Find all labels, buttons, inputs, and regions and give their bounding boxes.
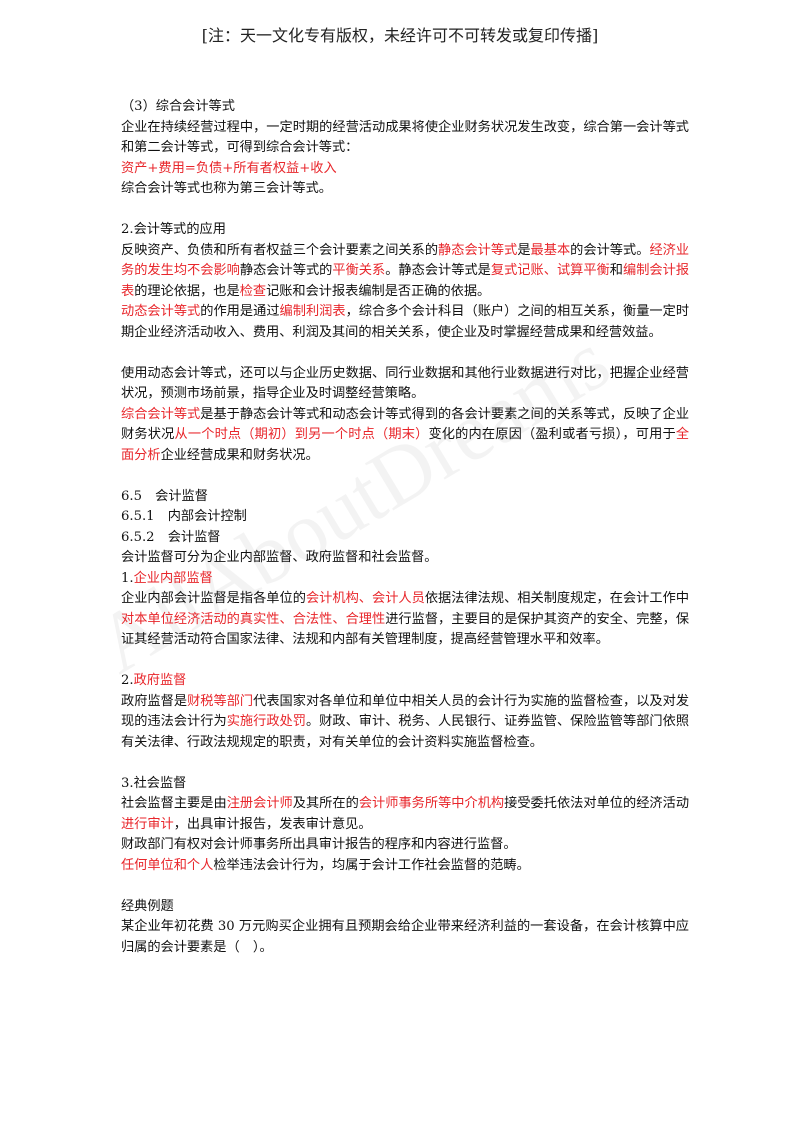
text-run: 依据法律法规、相关制度规定，在会计工作中 <box>424 591 690 606</box>
text-run: 2. <box>121 673 134 688</box>
text-run: 接受委托依法对单位的经济活动 <box>504 796 690 811</box>
text-run: 企业在持续经营过程中，一定时期的经营活动成果将使企业财务状况发生改变，综合第一会… <box>121 119 689 156</box>
paragraph: 2.会计等式的应用 <box>121 220 689 241</box>
highlighted-text: 资产+费用=负债+所有者权益+收入 <box>121 160 337 176</box>
paragraph-gap <box>121 651 689 672</box>
text-run: 会计监督可分为企业内部监督、政府监督和社会监督。 <box>121 550 438 565</box>
text-run: 使用动态会计等式，还可以与企业历史数据、同行业数据和其他行业数据进行对比，把握企… <box>121 365 689 402</box>
text-run: 6.5.1 内部会计控制 <box>121 509 247 524</box>
highlighted-text: 财税等部门 <box>187 693 254 709</box>
paragraph: 1.企业内部监督 <box>121 569 689 590</box>
paragraph: 企业在持续经营过程中，一定时期的经营活动成果将使企业财务状况发生改变，综合第一会… <box>121 118 689 159</box>
text-run: 。静态会计等式是 <box>385 263 491 278</box>
text-run: 。财政、审计、税务、人民银行、证券监管、保险监管等部门依照有关法律、行政法规规定… <box>121 714 690 750</box>
paragraph-gap <box>121 876 689 897</box>
text-run: 社会监督主要是由 <box>121 796 227 811</box>
highlighted-text: 最基本 <box>530 242 571 258</box>
paragraph: 任何单位和个人检举违法会计行为，均属于会计工作社会监督的范畴。 <box>121 856 689 877</box>
text-run: ，综合多个会计科目（账户）之间的相互关系，衡量一定时期企业经济活动收入、费用、利… <box>121 304 690 340</box>
text-run: ，出具审计报告，发表审计意见。 <box>173 816 372 832</box>
text-run: 及其所在的 <box>292 796 359 811</box>
highlighted-text: 企业内部监督 <box>133 570 213 586</box>
highlighted-text: 会计师事务所等中介机构 <box>358 796 505 811</box>
highlighted-text: 检查 <box>239 283 267 299</box>
text-run: 1. <box>121 570 134 586</box>
text-run: 代表国家对各单位和单位中相关人员的会计行为实施的监督检查，以及对发现的违法会计行… <box>121 693 690 730</box>
highlighted-text: 经济业务的发生均不会影响 <box>121 242 690 279</box>
highlighted-text: 全面分析 <box>121 427 689 463</box>
paragraph: 经典例题 <box>121 897 689 918</box>
highlighted-text: 进行审计 <box>121 816 174 832</box>
paragraph: 反映资产、负债和所有者权益三个会计要素之间关系的静态会计等式是最基本的会计等式。… <box>121 241 689 303</box>
text-run: 进行监督，主要目的是保护其资产的安全、完整，保证其经营活动符合国家法律、法规和内… <box>121 611 690 648</box>
paragraph: 动态会计等式的作用是通过编制利润表，综合多个会计科目（账户）之间的相互关系，衡量… <box>121 302 689 343</box>
highlighted-text: 综合会计等式 <box>121 406 201 422</box>
paragraph: 综合会计等式也称为第三会计等式。 <box>121 179 689 200</box>
text-run: 6.5 会计监督 <box>121 488 208 504</box>
text-run: 变化的内在原因（盈利或者亏损），可用于 <box>428 427 676 442</box>
text-run: 的作用是通过 <box>200 304 280 319</box>
paragraph: 综合会计等式是基于静态会计等式和动态会计等式得到的各会计要素之间的关系等式，反映… <box>121 405 689 467</box>
paragraph: 某企业年初花费 30 万元购买企业拥有且预期会给企业带来经济利益的一套设备，在会… <box>121 917 689 958</box>
text-run: 某企业年初花费 30 万元购买企业拥有且预期会给企业带来经济利益的一套设备，在会… <box>121 919 689 955</box>
highlighted-text: 任何单位和个人 <box>121 857 214 873</box>
highlighted-text: 注册会计师 <box>226 796 293 811</box>
paragraph: 6.5.2 会计监督 <box>121 528 689 549</box>
highlighted-text: 从一个时点（期初）到另一个时点（期末） <box>174 427 429 442</box>
paragraph: 6.5 会计监督 <box>121 487 689 508</box>
paragraph: 2.政府监督 <box>121 671 689 692</box>
text-run: 和 <box>609 263 623 278</box>
text-run: 检举违法会计行为，均属于会计工作社会监督的范畴。 <box>213 857 530 873</box>
text-run: 3.社会监督 <box>121 775 187 791</box>
highlighted-text: 编制利润表 <box>279 304 346 319</box>
paragraph: 6.5.1 内部会计控制 <box>121 507 689 528</box>
text-run: 的理论依据，也是 <box>134 283 240 299</box>
text-run: 企业经营成果和财务状况。 <box>160 447 319 463</box>
highlighted-text: 平衡关系 <box>332 263 386 278</box>
paragraph-gap <box>121 753 689 774</box>
text-run: 的会计等式。 <box>570 242 650 258</box>
highlighted-text: 静态会计等式 <box>438 242 518 258</box>
text-run: 财政部门有权对会计师事务所出具审计报告的程序和内容进行监督。 <box>121 837 517 852</box>
paragraph-gap <box>121 466 689 487</box>
text-run: 2.会计等式的应用 <box>121 222 226 237</box>
paragraph: （3）综合会计等式 <box>121 97 689 118</box>
text-run: （3）综合会计等式 <box>121 99 235 114</box>
paragraph: 政府监督是财税等部门代表国家对各单位和单位中相关人员的会计行为实施的监督检查，以… <box>121 692 689 754</box>
paragraph: 使用动态会计等式，还可以与企业历史数据、同行业数据和其他行业数据进行对比，把握企… <box>121 364 689 405</box>
copyright-header: [注：天一文化专有版权，未经许可不可转发或复印传播] <box>201 26 599 45</box>
paragraph: 3.社会监督 <box>121 774 689 795</box>
highlighted-text: 对本单位经济活动的真实性、合法性、合理性 <box>121 611 386 627</box>
highlighted-text: 动态会计等式 <box>121 304 201 319</box>
paragraph: 会计监督可分为企业内部监督、政府监督和社会监督。 <box>121 548 689 569</box>
text-run: 经典例题 <box>121 898 174 914</box>
text-run: 静态会计等式的 <box>239 263 333 278</box>
paragraph-gap <box>121 200 689 221</box>
highlighted-text: 编制会计报表 <box>121 263 690 299</box>
text-run: 6.5.2 会计监督 <box>121 529 221 545</box>
paragraph: 社会监督主要是由注册会计师及其所在的会计师事务所等中介机构接受委托依法对单位的经… <box>121 794 689 835</box>
highlighted-text: 会计机构、会计人员 <box>305 591 425 606</box>
text-run: 综合会计等式也称为第三会计等式。 <box>121 181 332 196</box>
text-run: 记账和会计报表编制是否正确的依据。 <box>266 283 491 299</box>
highlighted-text: 实施行政处罚 <box>226 714 306 729</box>
paragraph: 企业内部会计监督是指各单位的会计机构、会计人员依据法律法规、相关制度规定，在会计… <box>121 589 689 651</box>
text-run: 是 <box>517 242 531 258</box>
paragraph: 资产+费用=负债+所有者权益+收入 <box>121 159 689 180</box>
document-body: （3）综合会计等式企业在持续经营过程中，一定时期的经营活动成果将使企业财务状况发… <box>121 97 689 958</box>
text-run: 企业内部会计监督是指各单位的 <box>121 591 306 606</box>
highlighted-text: 复式记账、试算平衡 <box>490 263 610 278</box>
paragraph: 财政部门有权对会计师事务所出具审计报告的程序和内容进行监督。 <box>121 835 689 856</box>
text-run: 是基于静态会计等式和动态会计等式得到的各会计要素之间的关系等式，反映了企业财务状… <box>121 406 690 443</box>
text-run: 政府监督是 <box>121 693 188 709</box>
highlighted-text: 政府监督 <box>133 673 187 688</box>
text-run: 反映资产、负债和所有者权益三个会计要素之间关系的 <box>121 242 439 258</box>
paragraph-gap <box>121 343 689 364</box>
